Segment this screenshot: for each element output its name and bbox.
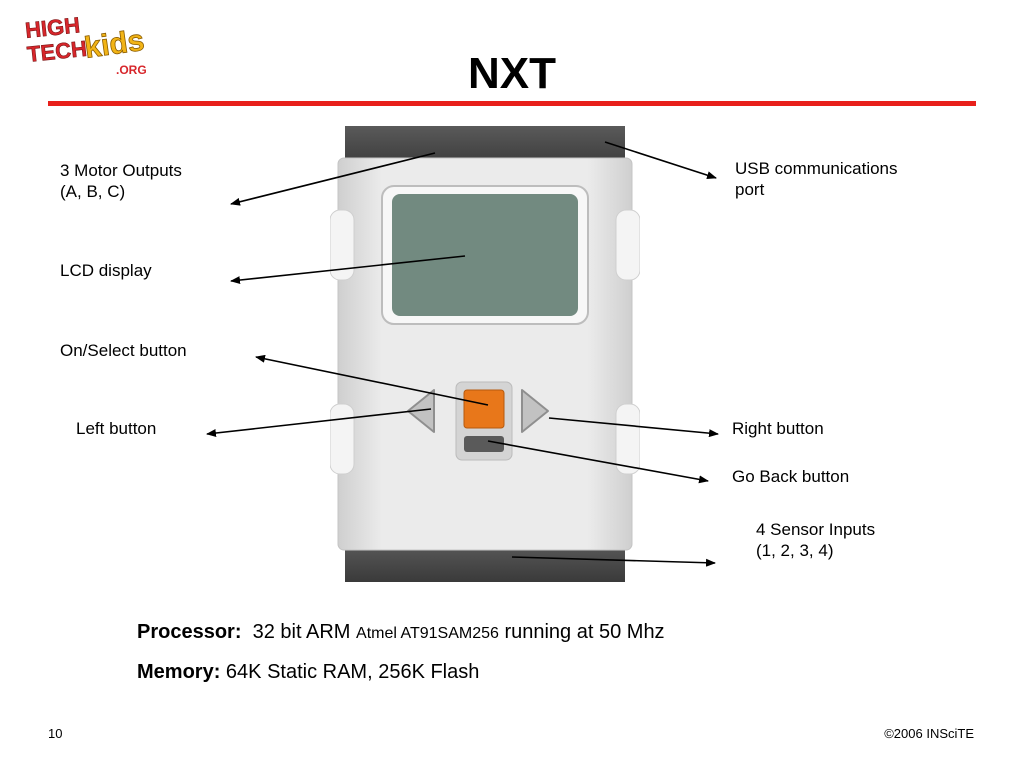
- go-back-button[interactable]: [464, 436, 504, 452]
- label-sensor-inputs: 4 Sensor Inputs (1, 2, 3, 4): [756, 519, 875, 561]
- label-left-button: Left button: [76, 419, 157, 438]
- page-title: NXT: [468, 49, 556, 98]
- processor-label: Processor:: [137, 621, 242, 643]
- label-sensor-inputs-line2: (1, 2, 3, 4): [756, 541, 834, 560]
- left-grip-top: [330, 209, 355, 281]
- label-on-select-button: On/Select button: [60, 341, 187, 360]
- label-motor-outputs: 3 Motor Outputs (A, B, C): [60, 160, 182, 202]
- lcd-screen: [392, 194, 578, 316]
- on-select-button[interactable]: [463, 389, 505, 429]
- label-lcd-display: LCD display: [60, 261, 152, 280]
- left-grip-bottom: [330, 403, 355, 475]
- label-usb-port-line1: USB communications: [735, 159, 898, 178]
- label-usb-port-line2: port: [735, 180, 765, 199]
- hightechkids-logo: HIGH TECH kids .ORG: [24, 14, 147, 77]
- processor-value-b: Atmel AT91SAM256: [356, 625, 499, 642]
- logo-text-org: .ORG: [116, 63, 147, 77]
- label-sensor-inputs-line1: 4 Sensor Inputs: [756, 520, 876, 539]
- title-underline: [48, 101, 976, 106]
- copyright: ©2006 INSciTE: [884, 726, 974, 741]
- label-motor-outputs-line1: 3 Motor Outputs: [60, 161, 182, 180]
- page-number: 10: [48, 726, 63, 741]
- logo-text-high: HIGH: [24, 14, 81, 43]
- right-grip-bottom: [615, 403, 640, 475]
- processor-value-a: 32 bit ARM: [252, 621, 357, 643]
- label-usb-port: USB communications port: [735, 158, 898, 200]
- label-right-button: Right button: [732, 419, 824, 438]
- right-grip-top: [615, 209, 640, 281]
- memory-value: 64K Static RAM, 256K Flash: [225, 661, 480, 683]
- processor-value-c: running at 50 Mhz: [498, 621, 665, 643]
- label-go-back-button: Go Back button: [732, 467, 850, 486]
- memory-label: Memory:: [137, 661, 221, 683]
- right-arrow-button[interactable]: [521, 389, 549, 433]
- memory-spec: Memory: 64K Static RAM, 256K Flash: [137, 660, 479, 684]
- label-motor-outputs-line2: (A, B, C): [60, 182, 126, 201]
- nxt-brick-illustration: [330, 126, 640, 582]
- processor-spec: Processor: 32 bit ARM Atmel AT91SAM256 r…: [137, 620, 665, 646]
